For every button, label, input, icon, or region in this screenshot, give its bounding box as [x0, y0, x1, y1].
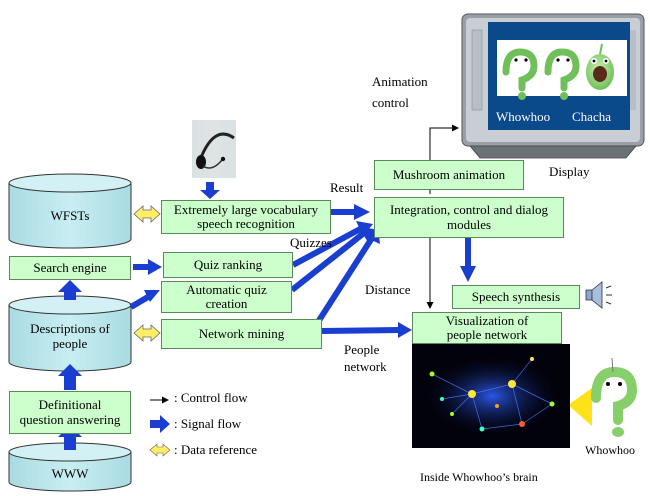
visualization-box: Visualization of people network [412, 312, 562, 344]
descriptions-line-2: people [52, 336, 88, 351]
tv-display [461, 13, 645, 159]
legend-control-flow: : Control flow [174, 390, 248, 405]
animation-control-line-2: control [372, 94, 409, 110]
tv-characters [502, 43, 614, 100]
distance-label: Distance [365, 282, 411, 297]
automatic-quiz-line-1: Automatic quiz [186, 281, 267, 297]
legend-data-reference: : Data reference [174, 442, 257, 457]
search-engine-box: Search engine [9, 256, 131, 280]
integration-box: Integration, control and dialog modules [374, 197, 564, 238]
signal-arrow-mic-down [200, 182, 220, 199]
speech-recognition-line-2: speech recognition [197, 216, 295, 231]
signal-arrow-desc-up [58, 280, 82, 300]
inside-brain-label: Inside Whowhoo’s brain [420, 470, 538, 484]
control-flow-lines [426, 124, 459, 309]
wfsts-cylinder [8, 173, 132, 249]
chacha-character-icon [586, 43, 614, 90]
signal-network-to-integration [315, 236, 375, 324]
data-reference-arrows [133, 205, 161, 342]
animation-control-line-1: Animation [372, 74, 428, 89]
search-engine-text: Search engine [33, 259, 107, 275]
definitional-qa-box: Definitional question answering [9, 391, 131, 434]
speech-synthesis-box: Speech synthesis [452, 285, 580, 309]
display-label: Display [549, 164, 590, 179]
legend-signal-flow: : Signal flow [174, 416, 242, 431]
brain-network-image [412, 344, 570, 448]
www-text: WWW [51, 465, 89, 481]
beam-to-whowhoo [568, 388, 592, 426]
visualization-line-2: people network [446, 327, 528, 342]
network-graph-icon [412, 344, 570, 448]
data-ref-descriptions [133, 324, 161, 342]
automatic-quiz-line-2: creation [205, 296, 248, 311]
descriptions-line-1: Descriptions of [30, 321, 110, 337]
signal-quiz-to-integration [291, 225, 364, 268]
whowhoo-big-icon [591, 357, 638, 437]
tv-caption-whowhoo: Whowhoo [496, 109, 551, 124]
whowhoo-character-icon [502, 48, 538, 100]
speech-recognition-box: Extremely large vocabulary speech recogn… [161, 200, 331, 234]
automatic-quiz-box: Automatic quiz creation [161, 281, 292, 313]
legend-data-reference-icon [149, 443, 171, 457]
whowhoo-right-label: Whowhoo [585, 443, 635, 457]
speech-recognition-line-1: Extremely large vocabulary [173, 201, 319, 217]
control-to-display [429, 124, 459, 160]
integration-line-2: modules [446, 216, 492, 232]
descriptions-cylinder [8, 295, 132, 372]
result-label: Result [330, 180, 364, 195]
definitional-line-1: Definitional [38, 397, 102, 413]
whowhoo-character-2-icon [544, 48, 580, 100]
network-mining-box: Network mining [161, 319, 322, 349]
signal-desc-to-autoquiz [129, 294, 150, 310]
quiz-ranking-text: Quiz ranking [193, 256, 263, 272]
quiz-ranking-box: Quiz ranking [163, 252, 293, 278]
wfsts-label: WFSTs [9, 196, 131, 236]
www-label: WWW [9, 462, 131, 486]
people-network-label: People network [344, 342, 387, 376]
quizzes-label: Quizzes [290, 235, 332, 250]
signal-autoquiz-to-integration [290, 230, 366, 293]
headset-icon [192, 120, 236, 178]
signal-lines [129, 209, 471, 334]
legend-signal-flow-icon [150, 415, 170, 433]
descriptions-label: Descriptions of people [9, 316, 131, 358]
data-ref-wfsts [133, 205, 161, 223]
mushroom-animation-box: Mushroom animation [374, 160, 524, 190]
people-network-line-1: People [344, 342, 380, 357]
signal-network-to-visualization [321, 327, 401, 334]
speech-synthesis-text: Speech synthesis [471, 288, 561, 304]
definitional-line-2: question answering [19, 411, 121, 427]
network-mining-text: Network mining [198, 325, 285, 341]
wfsts-text: WFSTs [50, 207, 90, 223]
legend-icons [149, 396, 171, 457]
tv-caption-chacha: Chacha [572, 109, 611, 124]
signal-arrowheads [144, 204, 476, 338]
signal-arrow-def-up [58, 364, 82, 390]
speaker-icon [585, 281, 612, 309]
animation-control-label: Animation control [372, 72, 428, 114]
integration-line-1: Integration, control and dialog [389, 202, 549, 218]
visualization-line-1: Visualization of [445, 312, 529, 328]
www-cylinder [8, 442, 132, 492]
people-network-line-2: network [344, 358, 387, 374]
mushroom-animation-text: Mushroom animation [392, 166, 506, 182]
